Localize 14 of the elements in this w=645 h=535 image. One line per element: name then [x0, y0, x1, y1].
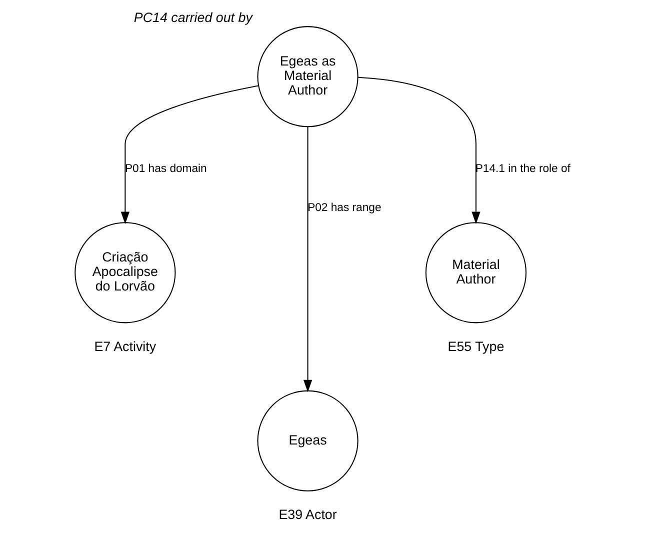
node-circle: Egeas as Material Author [257, 26, 358, 128]
edge-label: P01 has domain [124, 162, 207, 175]
edge-label: P14.1 in the role of [475, 162, 570, 175]
node-label: E55 Type [448, 338, 504, 354]
node-label: E7 Activity [94, 338, 156, 354]
node-label: E39 Actor [278, 507, 337, 522]
node-label: PC14 carried out by [134, 10, 252, 25]
node-circle: Criação Apocalipse do Lorvão [74, 222, 176, 324]
arrow [120, 85, 258, 224]
node-circle: Egeas [257, 390, 358, 492]
arrow [303, 126, 312, 392]
node-circle: Material Author [425, 222, 527, 324]
edge-label: P02 has range [308, 202, 382, 214]
arrow [358, 76, 480, 224]
